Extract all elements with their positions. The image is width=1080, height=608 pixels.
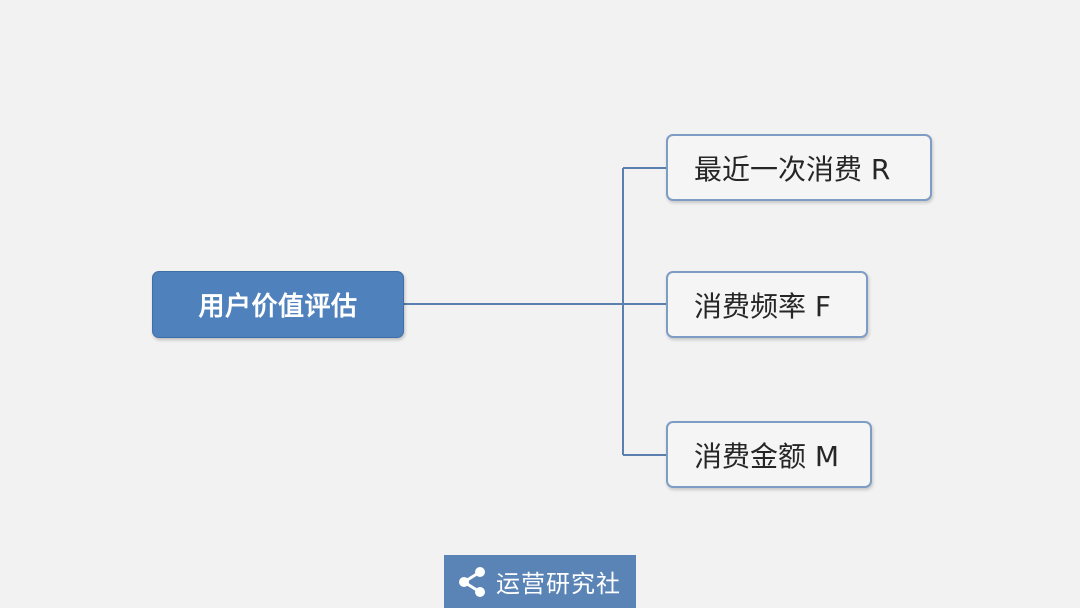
brand-badge: 运营研究社 xyxy=(444,555,636,608)
root-node: 用户价值评估 xyxy=(152,271,404,338)
child-node-frequency: 消费频率 F xyxy=(666,271,868,338)
child-node-recency: 最近一次消费 R xyxy=(666,134,932,201)
child-node-label-frequency: 消费频率 F xyxy=(694,289,832,323)
child-node-label-recency: 最近一次消费 R xyxy=(694,152,891,186)
child-node-label-monetary: 消费金额 M xyxy=(694,439,840,473)
child-node-monetary: 消费金额 M xyxy=(666,421,872,488)
share-icon xyxy=(459,566,485,597)
root-node-label: 用户价值评估 xyxy=(198,292,358,322)
brand-name: 运营研究社 xyxy=(496,570,621,598)
